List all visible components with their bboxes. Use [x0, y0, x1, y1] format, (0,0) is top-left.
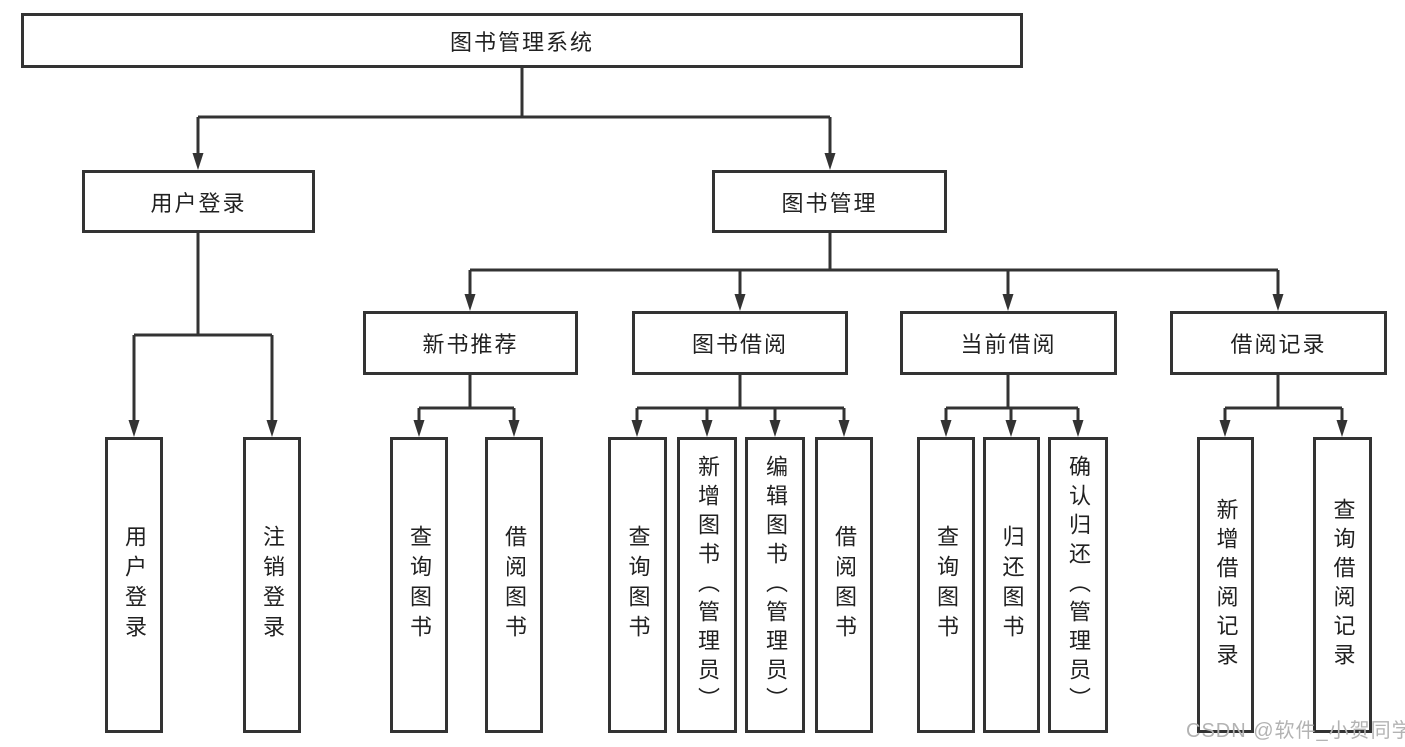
group-current-borrowing-box: 当前借阅: [900, 311, 1117, 375]
group-book-borrowing-box: 图书借阅: [632, 311, 848, 375]
branch-user-login-box: 用户登录: [82, 170, 315, 233]
csdn-watermark: CSDN @软件_小贺同学: [1186, 720, 1405, 742]
leaf-edit-books-admin-box: 编辑图书（管理员）: [745, 437, 805, 733]
leaf-logout-box: 注销登录: [243, 437, 301, 733]
group-new-book-recommendation-box: 新书推荐: [363, 311, 578, 375]
leaf-query-borrow-record-box: 查询借阅记录: [1313, 437, 1372, 733]
root-box-book-management-system: 图书管理系统: [21, 13, 1023, 68]
branch-book-management-box: 图书管理: [712, 170, 947, 233]
group-borrowing-records-box: 借阅记录: [1170, 311, 1387, 375]
leaf-return-books-box: 归还图书: [983, 437, 1040, 733]
leaf-borrow-books-borrowing-box: 借阅图书: [815, 437, 873, 733]
leaf-add-borrow-record-box: 新增借阅记录: [1197, 437, 1254, 733]
leaf-confirm-return-admin-box: 确认归还（管理员）: [1048, 437, 1108, 733]
leaf-add-books-admin-box: 新增图书（管理员）: [677, 437, 737, 733]
leaf-query-books-recommendation-box: 查询图书: [390, 437, 448, 733]
leaf-query-books-borrowing-box: 查询图书: [608, 437, 667, 733]
leaf-user-login-box: 用户登录: [105, 437, 163, 733]
leaf-borrow-books-recommendation-box: 借阅图书: [485, 437, 543, 733]
leaf-query-books-current-box: 查询图书: [917, 437, 975, 733]
